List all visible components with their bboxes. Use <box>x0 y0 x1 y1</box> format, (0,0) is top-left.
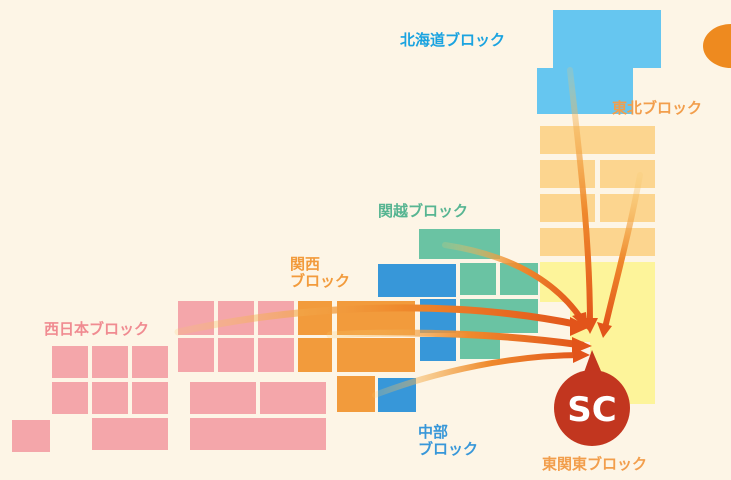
arrow-from-nishinihon <box>174 304 584 336</box>
label-tohoku: 東北ブロック <box>612 99 703 117</box>
arrow-from-hokkaido <box>567 67 593 328</box>
arrow-from-kanetsu <box>442 242 585 323</box>
arrow-from-kansai <box>326 329 586 349</box>
arrow-from-tohoku <box>602 172 643 331</box>
label-kansai: 関西 ブロック <box>290 256 350 290</box>
sc-badge: SC <box>554 350 630 446</box>
chubu-block <box>378 264 456 412</box>
hokkaido-block <box>537 10 661 114</box>
label-chubu-line1: 中部 <box>418 423 449 441</box>
corner-decoration <box>703 24 731 68</box>
arrow-from-chubu <box>372 352 585 398</box>
label-chubu-line2: ブロック <box>418 440 479 458</box>
sc-badge-text: SC <box>567 390 616 430</box>
flow-arrows <box>174 67 643 398</box>
label-kansai-line1: 関西 <box>290 255 321 273</box>
label-higashikanto: 東関東ブロック <box>542 455 648 473</box>
label-chubu: 中部 ブロック <box>418 424 478 458</box>
label-nishinihon: 西日本ブロック <box>44 320 150 338</box>
label-hokkaido: 北海道ブロック <box>400 31 506 49</box>
label-kanetsu: 関越ブロック <box>378 202 469 220</box>
label-kansai-line2: ブロック <box>290 272 351 290</box>
